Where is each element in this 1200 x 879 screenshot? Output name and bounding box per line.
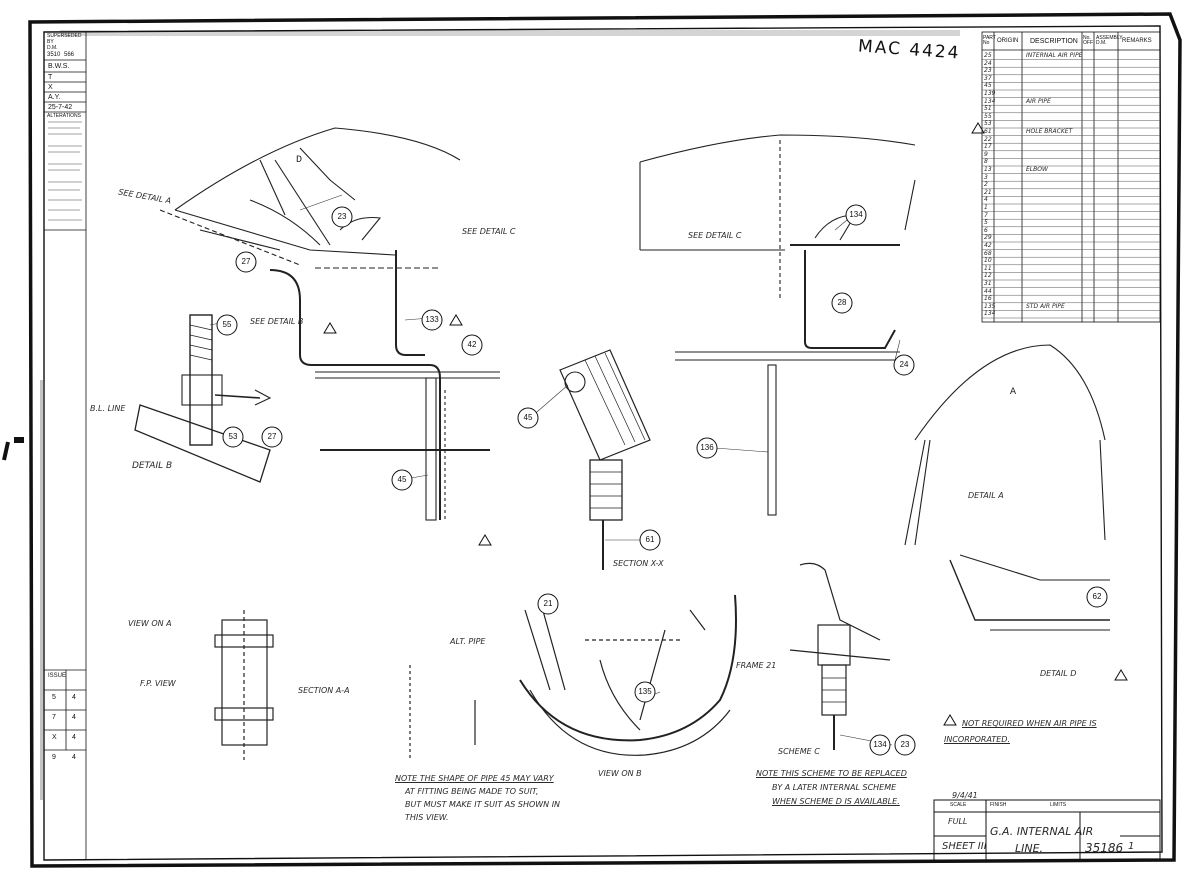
parts-row-description: STD AIR PIPE <box>1026 302 1065 310</box>
section-xx-valve <box>559 349 651 570</box>
parts-row-number: 7 <box>984 211 988 219</box>
parts-row-number: 37 <box>984 74 992 82</box>
balloon-label: 134 <box>849 210 863 219</box>
label-scheme-c: SCHEME C <box>778 747 820 756</box>
balloon-label: 24 <box>899 360 909 369</box>
parts-row-description: INTERNAL AIR PIPE <box>1026 52 1083 59</box>
balloon-label: 55 <box>222 320 232 329</box>
label-section-aa: SECTION A-A <box>298 686 350 695</box>
balloon-label: 45 <box>523 413 533 422</box>
parts-row-number: 4 <box>984 196 988 204</box>
parts-list-table <box>981 31 1161 323</box>
letter-a: A <box>1010 387 1017 398</box>
label-fr-view: F.P. VIEW <box>140 679 176 688</box>
note-right-3: WHEN SCHEME D IS AVAILABLE. <box>772 797 900 806</box>
parts-row-number: 1 <box>984 204 988 211</box>
balloon-label: 21 <box>543 599 553 608</box>
parts-row-number: 3 <box>984 173 988 181</box>
balloon-label: 45 <box>397 475 407 484</box>
balloon-label: 42 <box>467 340 477 349</box>
balloon-label: 135 <box>638 687 652 696</box>
parts-row-number: 45 <box>984 82 992 90</box>
label-view-on-b: VIEW ON B <box>598 769 642 778</box>
label-view-on-a: VIEW ON A <box>128 619 172 628</box>
parts-row-number: 51 <box>984 105 992 113</box>
note-left-3: BUT MUST MAKE IT SUIT AS SHOWN IN <box>405 800 561 809</box>
detail-lower-left <box>214 610 274 760</box>
parts-row-number: 10 <box>984 257 992 265</box>
note-right-2: BY A LATER INTERNAL SCHEME <box>772 783 897 792</box>
balloon-label: 136 <box>700 443 714 452</box>
parts-row-number: 13 <box>984 166 992 173</box>
parts-row-number: 134 <box>984 97 996 105</box>
balloon-label: 27 <box>241 257 251 266</box>
balloon-label: 27 <box>267 432 277 441</box>
parts-row-number: 16 <box>984 295 992 303</box>
section-bottom-centre <box>409 594 737 760</box>
balloon-label: 133 <box>425 315 439 324</box>
parts-row-number: 17 <box>984 143 992 151</box>
parts-row-description: HOLE BRACKET <box>1026 128 1073 135</box>
parts-row-number: 24 <box>984 59 992 67</box>
parts-row-number: 61 <box>984 128 992 135</box>
parts-row-number: 134 <box>984 310 996 318</box>
left-revision-strip <box>43 31 87 861</box>
label-section-xx: SECTION X-X <box>613 559 664 568</box>
balloon-label: 62 <box>1092 592 1102 601</box>
note-left-4: THIS VIEW. <box>405 813 449 822</box>
parts-row-number: 42 <box>984 242 992 249</box>
parts-row-number: 5 <box>984 219 988 227</box>
parts-row-number: 29 <box>984 234 992 242</box>
parts-row-number: 9 <box>984 150 988 158</box>
label-bl-line: B.L. LINE <box>90 404 126 413</box>
parts-row-description: ELBOW <box>1026 166 1048 173</box>
label-see-detail-b: SEE DETAIL B <box>250 317 304 326</box>
note-left-1: NOTE THE SHAPE OF PIPE 45 MAY VARY <box>395 774 554 783</box>
detail-a-right <box>904 344 1110 631</box>
parts-row-number: 12 <box>984 272 992 280</box>
canopy-view-right <box>639 134 916 516</box>
note-bottom-1: NOT REQUIRED WHEN AIR PIPE IS <box>962 719 1097 728</box>
note-left-2: AT FITTING BEING MADE TO SUIT, <box>405 787 539 796</box>
label-detail-b: DETAIL B <box>132 461 173 471</box>
parts-row-number: 23 <box>984 67 992 75</box>
parts-row-description: AIR PIPE <box>1026 97 1051 105</box>
balloon-label: 28 <box>837 298 847 307</box>
parts-row-number: 44 <box>984 287 992 295</box>
parts-row-number: 139 <box>984 90 996 97</box>
balloon-label: 23 <box>337 212 347 221</box>
parts-row-number: 31 <box>984 280 992 287</box>
label-see-detail-c: SEE DETAIL C <box>462 227 516 236</box>
balloon-label: 61 <box>645 535 655 544</box>
balloon-label: 53 <box>228 432 238 441</box>
parts-row-number: 6 <box>984 226 988 234</box>
parts-row-number: 25 <box>984 52 992 59</box>
label-frame: FRAME 21 <box>736 661 777 670</box>
parts-row-number: 2 <box>984 181 988 189</box>
label-detail-a-right: DETAIL A <box>968 491 1004 500</box>
parts-row-number: 11 <box>984 264 992 272</box>
parts-row-number: 135 <box>984 302 996 310</box>
parts-row-number: 55 <box>984 112 992 120</box>
label-alt-pipe: ALT. PIPE <box>450 637 486 646</box>
balloon-label: 134 <box>873 740 887 749</box>
balloon-label: 23 <box>900 740 910 749</box>
note-bottom-2: INCORPORATED. <box>944 735 1010 744</box>
parts-row-number: 53 <box>984 120 992 128</box>
label-see-detail-c-right: SEE DETAIL C <box>688 231 742 240</box>
label-detail-d: DETAIL D <box>1040 669 1077 678</box>
parts-row-number: 68 <box>984 249 992 257</box>
note-right-1: NOTE THIS SCHEME TO BE REPLACED <box>756 769 907 778</box>
scheme-c-right <box>789 562 891 750</box>
letter-d: D <box>296 155 303 166</box>
parts-row-number: 8 <box>984 158 988 166</box>
title-block <box>933 799 1161 861</box>
parts-row-number: 22 <box>984 135 992 143</box>
parts-row-number: 21 <box>984 188 992 196</box>
canopy-view-left <box>159 127 500 521</box>
